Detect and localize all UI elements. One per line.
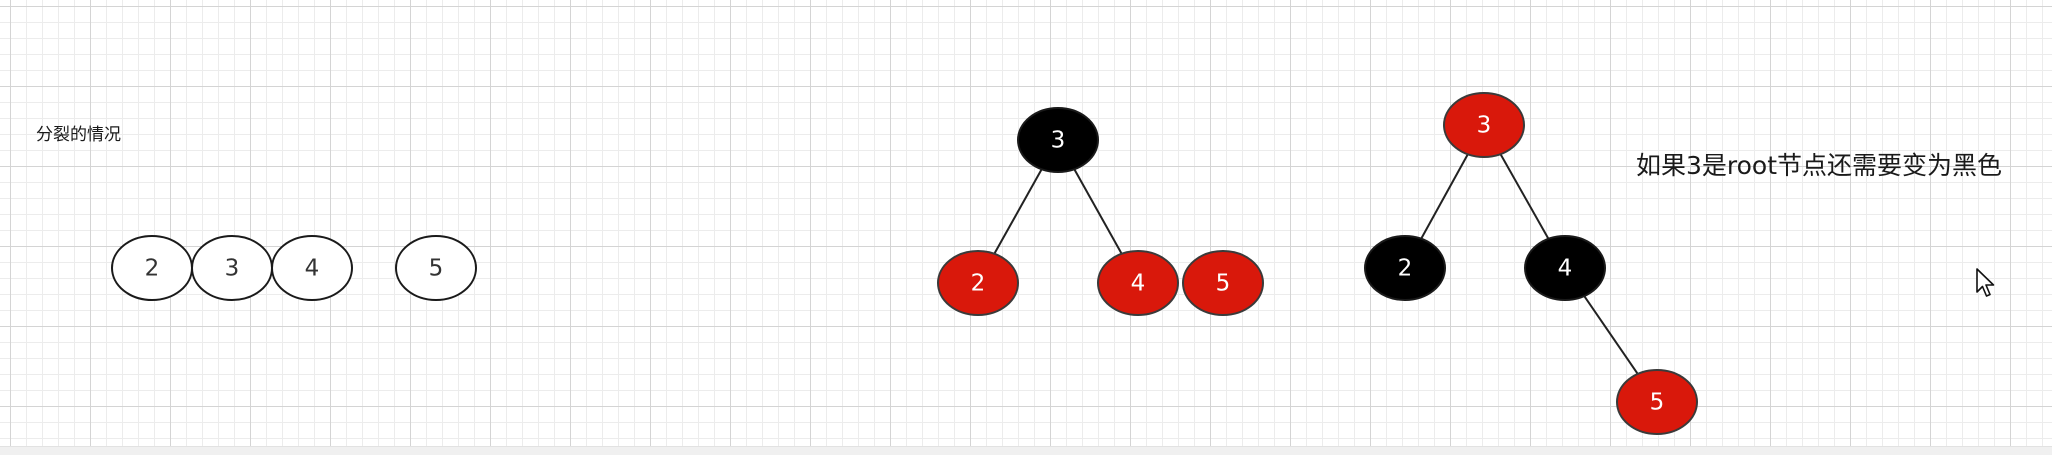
node-b-5-circle [1616,369,1698,435]
node-bt-5-circle [395,235,477,301]
node-bt-4-circle [271,235,353,301]
node-a-5-label: 5 [1216,271,1231,297]
node-a-3-label: 3 [1051,128,1066,154]
node-a-3[interactable]: 3 [1017,107,1099,173]
node-a-4-circle [1097,250,1179,316]
mouse-pointer-icon [1976,268,1995,297]
edge-b-4-to-b-5 [1583,295,1639,375]
node-bt-5-label: 5 [429,256,444,282]
node-a-4-label: 4 [1131,271,1146,297]
node-b-5[interactable]: 5 [1616,369,1698,435]
edge-b-3-to-b-2 [1420,153,1469,240]
root-note-label: 如果3是root节点还需要变为黑色 [1636,151,2003,180]
node-b-3[interactable]: 3 [1443,92,1525,158]
node-a-3-circle [1017,107,1099,173]
edge-b-3-to-b-4 [1499,153,1550,240]
node-a-4[interactable]: 4 [1097,250,1179,316]
bottom-bar [0,446,2052,455]
node-b-2-label: 2 [1398,256,1413,282]
node-a-2[interactable]: 2 [937,250,1019,316]
node-bt-4-label: 4 [305,256,320,282]
node-b-4-circle [1524,235,1606,301]
node-a-2-label: 2 [971,271,986,297]
node-a-5[interactable]: 5 [1182,250,1264,316]
node-b-4-label: 4 [1558,256,1573,282]
edge-a-3-to-a-4 [1073,168,1123,255]
edge-a-3-to-a-2 [993,168,1043,255]
node-b-2-circle [1364,235,1446,301]
node-bt-5[interactable]: 5 [395,235,477,301]
node-bt-2-label: 2 [145,256,160,282]
node-bt-2[interactable]: 2 [111,235,193,301]
node-a-5-circle [1182,250,1264,316]
node-bt-4[interactable]: 4 [271,235,353,301]
node-b-2[interactable]: 2 [1364,235,1446,301]
node-bt-3-label: 3 [225,256,240,282]
split-case-label: 分裂的情况 [36,125,121,145]
node-b-4[interactable]: 4 [1524,235,1606,301]
edges-layer [993,153,1639,375]
node-b-5-label: 5 [1650,390,1665,416]
node-b-3-circle [1443,92,1525,158]
node-bt-3[interactable]: 3 [191,235,273,301]
node-b-3-label: 3 [1477,113,1492,139]
node-a-2-circle [937,250,1019,316]
nodes-layer: 2 3 4 5 3 2 4 5 3 2 4 5 [111,92,1698,435]
